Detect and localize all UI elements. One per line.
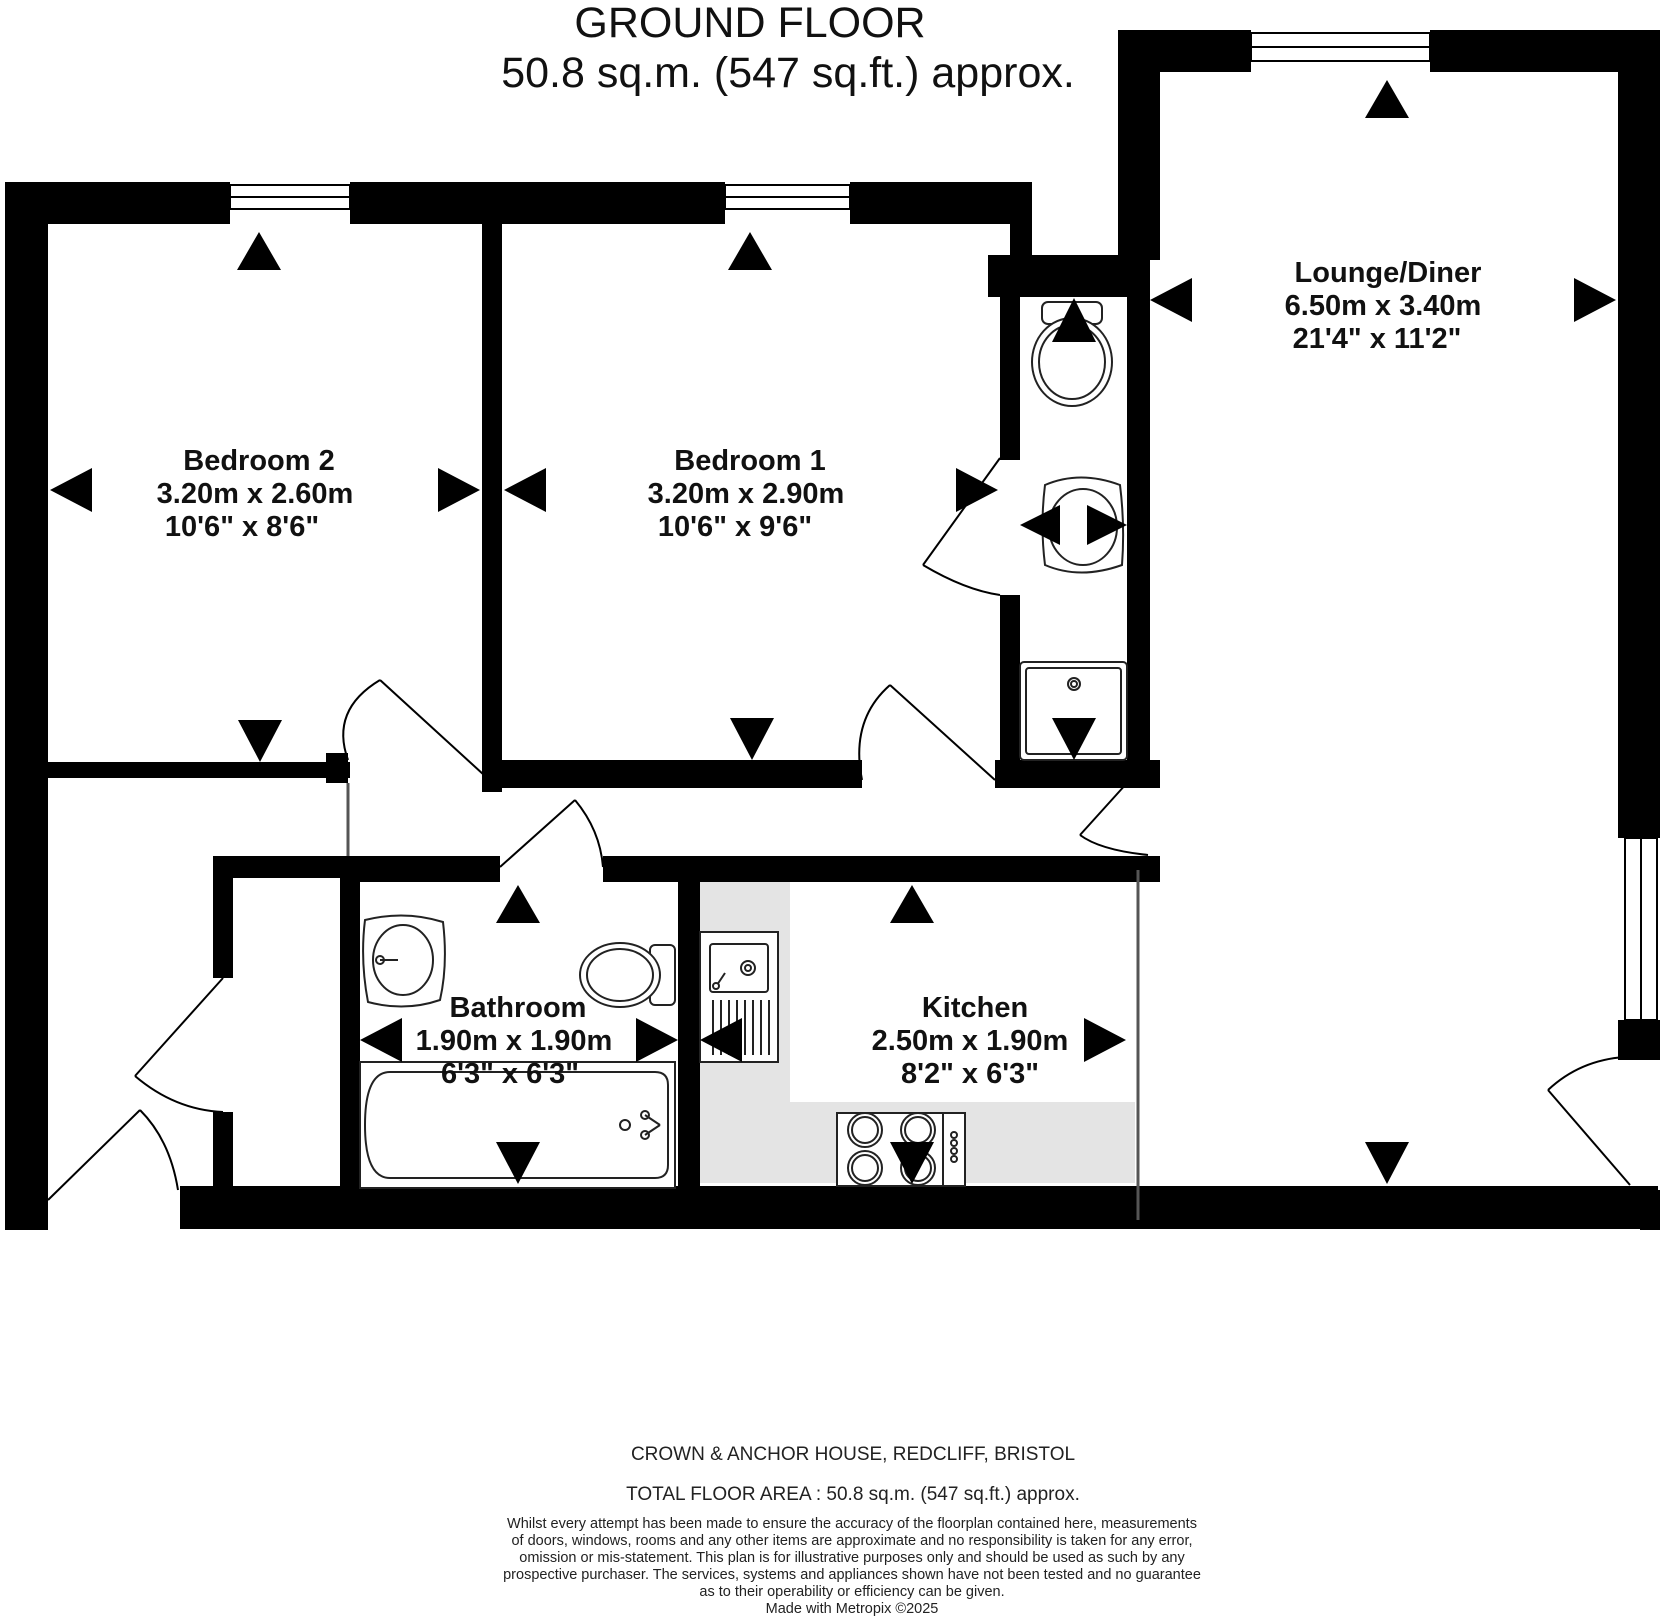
- arrow-down-icon: [730, 718, 774, 760]
- room-imperial: 10'6" x 9'6": [658, 511, 812, 543]
- door-ensuite: [922, 457, 1001, 596]
- walls: [5, 30, 1660, 1230]
- room-labels: Bedroom 2 3.20m x 2.60m 10'6" x 8'6" Bed…: [157, 257, 1482, 1090]
- door-bedroom2: [342, 679, 485, 776]
- arrow-down-icon: [1365, 1142, 1409, 1184]
- plan-header: GROUND FLOOR 50.8 sq.m. (547 sq.ft.) app…: [501, 0, 1075, 97]
- arrow-left-icon: [504, 468, 546, 512]
- partition-lines: [346, 783, 1140, 1220]
- arrow-right-icon: [1084, 1018, 1126, 1062]
- windows: [229, 32, 1658, 1021]
- arrow-down-icon: [1052, 718, 1096, 760]
- footer-disclaimer-line: as to their operability or efficiency ca…: [699, 1584, 1004, 1600]
- room-name: Bedroom 1: [674, 445, 825, 477]
- arrow-left-icon: [700, 1018, 742, 1062]
- arrow-right-icon: [956, 468, 998, 512]
- footer-disclaimer-line: prospective purchaser. The services, sys…: [503, 1567, 1201, 1583]
- label-bedroom2: Bedroom 2 3.20m x 2.60m 10'6" x 8'6": [157, 445, 354, 543]
- room-metric: 6.50m x 3.40m: [1285, 290, 1482, 322]
- arrow-up-icon: [1052, 298, 1096, 342]
- room-metric: 1.90m x 1.90m: [416, 1025, 613, 1057]
- window-bedroom1: [724, 184, 851, 210]
- room-metric: 3.20m x 2.90m: [648, 478, 845, 510]
- door-bedroom1: [858, 684, 996, 781]
- arrow-down-icon: [890, 1142, 934, 1184]
- footer-credit: Made with Metropix ©2025: [766, 1601, 939, 1616]
- window-bedroom2: [229, 184, 351, 210]
- arrow-left-icon: [50, 468, 92, 512]
- arrow-up-icon: [237, 232, 281, 270]
- room-imperial: 21'4" x 11'2": [1293, 323, 1462, 355]
- arrow-up-icon: [890, 885, 934, 923]
- arrow-right-icon: [438, 468, 480, 512]
- doors: [47, 457, 1631, 1201]
- room-metric: 3.20m x 2.60m: [157, 478, 354, 510]
- door-bathroom: [499, 799, 604, 868]
- window-lounge-top: [1250, 32, 1431, 62]
- bathroom-toilet-icon: [579, 942, 676, 1008]
- window-lounge-side: [1624, 837, 1658, 1021]
- bathroom-basin-icon: [362, 914, 446, 1008]
- arrow-down-icon: [238, 720, 282, 762]
- door-cupboard: [134, 977, 224, 1113]
- footer-address: CROWN & ANCHOR HOUSE, REDCLIFF, BRISTOL: [631, 1444, 1075, 1465]
- room-name: Kitchen: [922, 992, 1028, 1024]
- floor-title: GROUND FLOOR: [574, 0, 925, 47]
- arrow-right-icon: [636, 1018, 678, 1062]
- arrow-down-icon: [496, 1142, 540, 1184]
- arrow-right-icon: [1087, 505, 1127, 545]
- label-bedroom1: Bedroom 1 3.20m x 2.90m 10'6" x 9'6": [648, 445, 845, 543]
- kitchen-floor: [698, 880, 1135, 1183]
- door-hall-lounge: [1079, 782, 1149, 856]
- dimension-arrows: [50, 80, 1616, 1184]
- footer-total-area: TOTAL FLOOR AREA : 50.8 sq.m. (547 sq.ft…: [626, 1484, 1080, 1505]
- arrow-right-icon: [1574, 278, 1616, 322]
- door-lounge-side: [1547, 1056, 1631, 1186]
- room-imperial: 8'2" x 6'3": [901, 1058, 1039, 1090]
- door-front: [47, 1109, 179, 1201]
- room-imperial: 6'3" x 6'3": [441, 1058, 579, 1090]
- label-bathroom: Bathroom 1.90m x 1.90m 6'3" x 6'3": [416, 992, 613, 1090]
- floor-area: 50.8 sq.m. (547 sq.ft.) approx.: [501, 49, 1075, 97]
- bath-icon: [359, 1061, 676, 1189]
- room-imperial: 10'6" x 8'6": [165, 511, 319, 543]
- plan-footer: CROWN & ANCHOR HOUSE, REDCLIFF, BRISTOL …: [503, 1444, 1201, 1616]
- footer-disclaimer-line: of doors, windows, rooms and any other i…: [511, 1533, 1192, 1549]
- arrow-up-icon: [1365, 80, 1409, 118]
- label-kitchen: Kitchen 2.50m x 1.90m 8'2" x 6'3": [872, 992, 1069, 1090]
- ensuite-basin-icon: [1041, 476, 1125, 574]
- arrow-left-icon: [360, 1018, 402, 1062]
- room-metric: 2.50m x 1.90m: [872, 1025, 1069, 1057]
- fixtures: [359, 301, 1128, 1189]
- arrow-left-icon: [1150, 278, 1192, 322]
- arrow-left-icon: [1020, 505, 1060, 545]
- footer-disclaimer-line: omission or mis-statement. This plan is …: [519, 1550, 1185, 1566]
- arrow-up-icon: [496, 885, 540, 923]
- arrow-up-icon: [728, 232, 772, 270]
- footer-disclaimer-line: Whilst every attempt has been made to en…: [507, 1516, 1197, 1532]
- room-name: Bedroom 2: [183, 445, 334, 477]
- room-name: Lounge/Diner: [1295, 257, 1482, 289]
- room-name: Bathroom: [450, 992, 587, 1024]
- label-lounge: Lounge/Diner 6.50m x 3.40m 21'4" x 11'2": [1285, 257, 1482, 355]
